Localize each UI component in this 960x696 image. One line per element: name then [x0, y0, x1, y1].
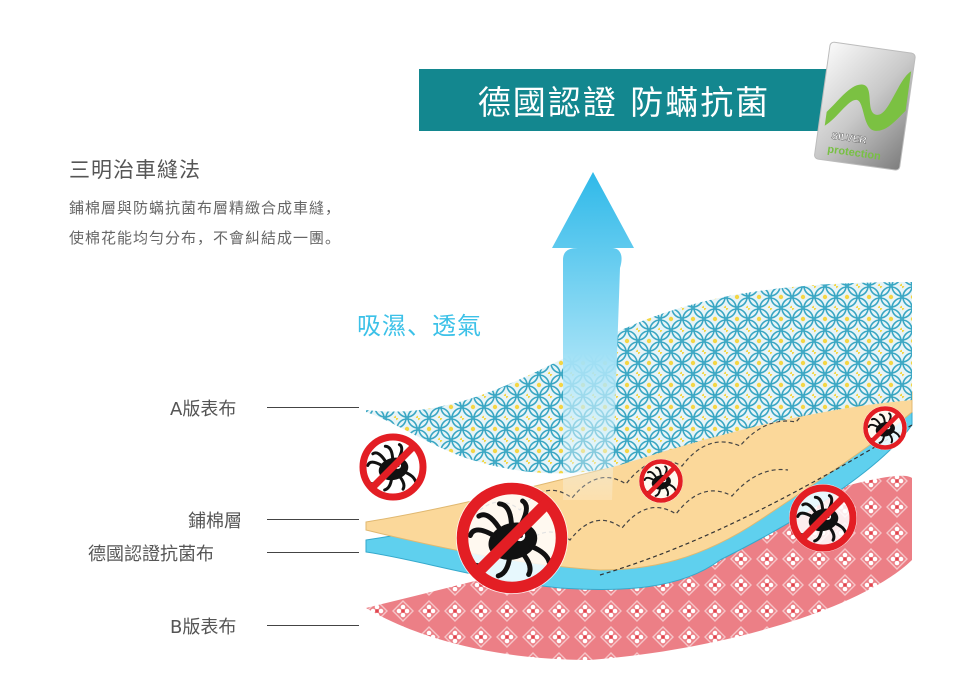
method-title: 三明治車縫法 [69, 158, 201, 182]
up-arrow-icon [552, 172, 634, 500]
label-layer-b: B版表布 [170, 617, 237, 638]
method-description: 鋪棉層與防蟎抗菌布層精緻合成車縫， 使棉花能均勻分布，不會糾結成一團。 [69, 193, 341, 253]
airflow-label: 吸濕、透氣 [357, 312, 482, 340]
leader-line [267, 519, 359, 520]
leader-line [267, 625, 359, 626]
label-layer-a: A版表布 [170, 399, 237, 420]
no-mite-icon [639, 459, 683, 503]
no-mite-icon [359, 433, 427, 501]
certification-banner: 德國認證 防蟎抗菌 [419, 69, 829, 131]
method-line: 鋪棉層與防蟎抗菌布層精緻合成車縫， [69, 199, 342, 217]
method-line: 使棉花能均勻分布，不會糾結成一團。 [69, 229, 342, 247]
label-padding: 鋪棉層 [188, 511, 242, 532]
no-mite-icon [863, 406, 907, 450]
banner-text: 德國認證 防蟎抗菌 [477, 83, 771, 122]
leader-line [267, 552, 359, 553]
no-mite-icon [456, 482, 568, 594]
leader-line [267, 407, 359, 408]
no-mite-icon [789, 484, 857, 552]
label-antibacterial: 德國認證抗菌布 [88, 544, 214, 565]
badge-brand-line1: SILVER [831, 131, 868, 147]
silver-protection-logo: SILVER protection [814, 41, 916, 171]
